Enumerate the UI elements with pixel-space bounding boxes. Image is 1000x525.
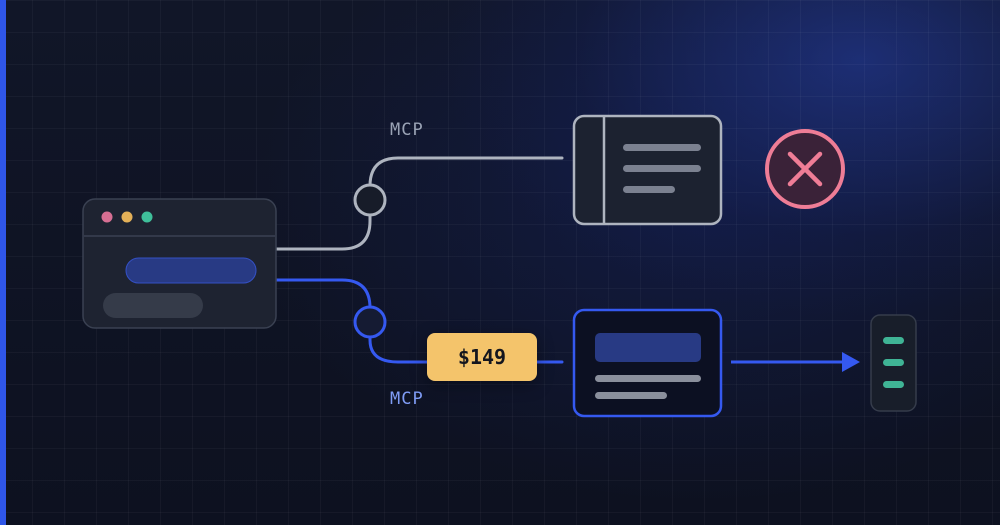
arrow-right-icon: [731, 352, 860, 372]
close-circle-icon: [765, 129, 845, 209]
accent-edge-bar: [0, 0, 6, 525]
result-card: [870, 314, 917, 412]
window-gray-bar: [103, 293, 203, 318]
top-connector-line: [274, 156, 564, 251]
window-blue-bar: [125, 257, 257, 284]
source-app-window: [82, 198, 277, 329]
top-route-label: MCP: [390, 120, 424, 140]
price-tag: $149: [427, 333, 537, 381]
window-dots-icon: [101, 211, 153, 223]
bottom-document-card: [572, 308, 723, 418]
bottom-connector-node: [353, 305, 387, 339]
top-connector-node: [353, 183, 387, 217]
bottom-route-label: MCP: [390, 389, 424, 409]
top-document-card: [572, 114, 723, 226]
list-icon: [883, 337, 904, 388]
